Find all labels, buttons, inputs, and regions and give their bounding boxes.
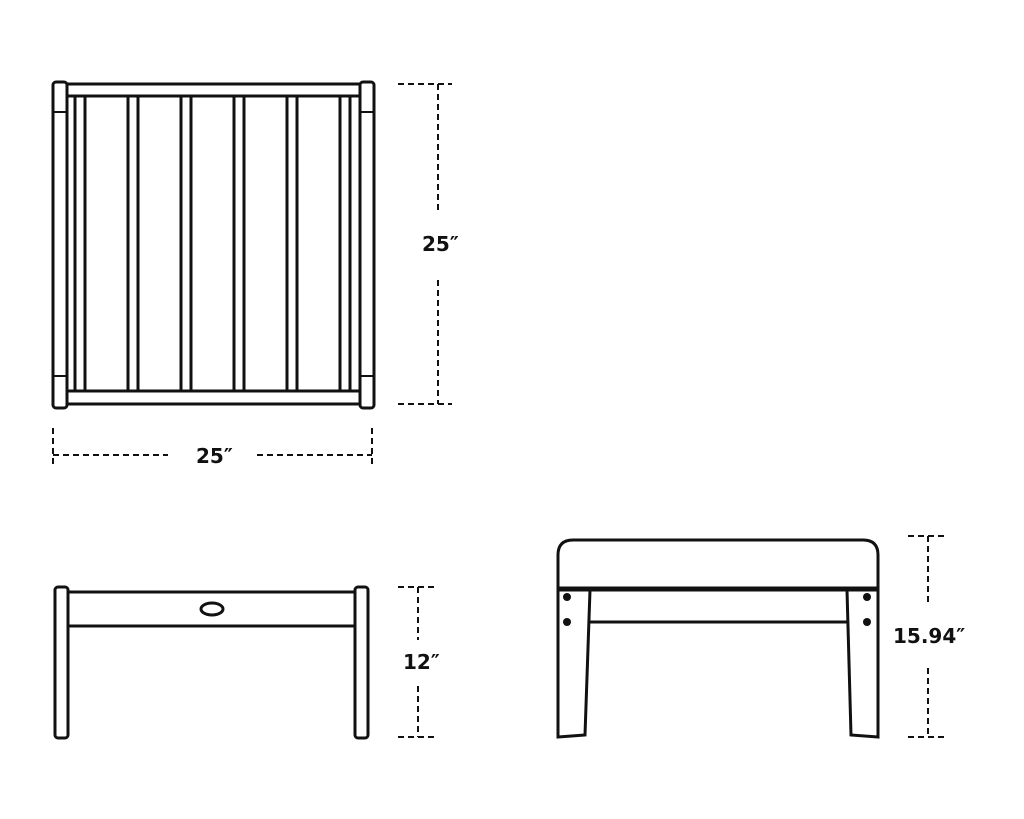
depth-dimension-label: 25″ <box>422 232 459 256</box>
side-view-drawing <box>53 585 434 740</box>
width-dimension-label: 25″ <box>196 444 233 468</box>
front-view-drawing <box>556 535 944 739</box>
overall-height-label: 15.94″ <box>893 624 966 648</box>
top-view-drawing <box>51 80 452 467</box>
frame-height-label: 12″ <box>403 650 440 674</box>
